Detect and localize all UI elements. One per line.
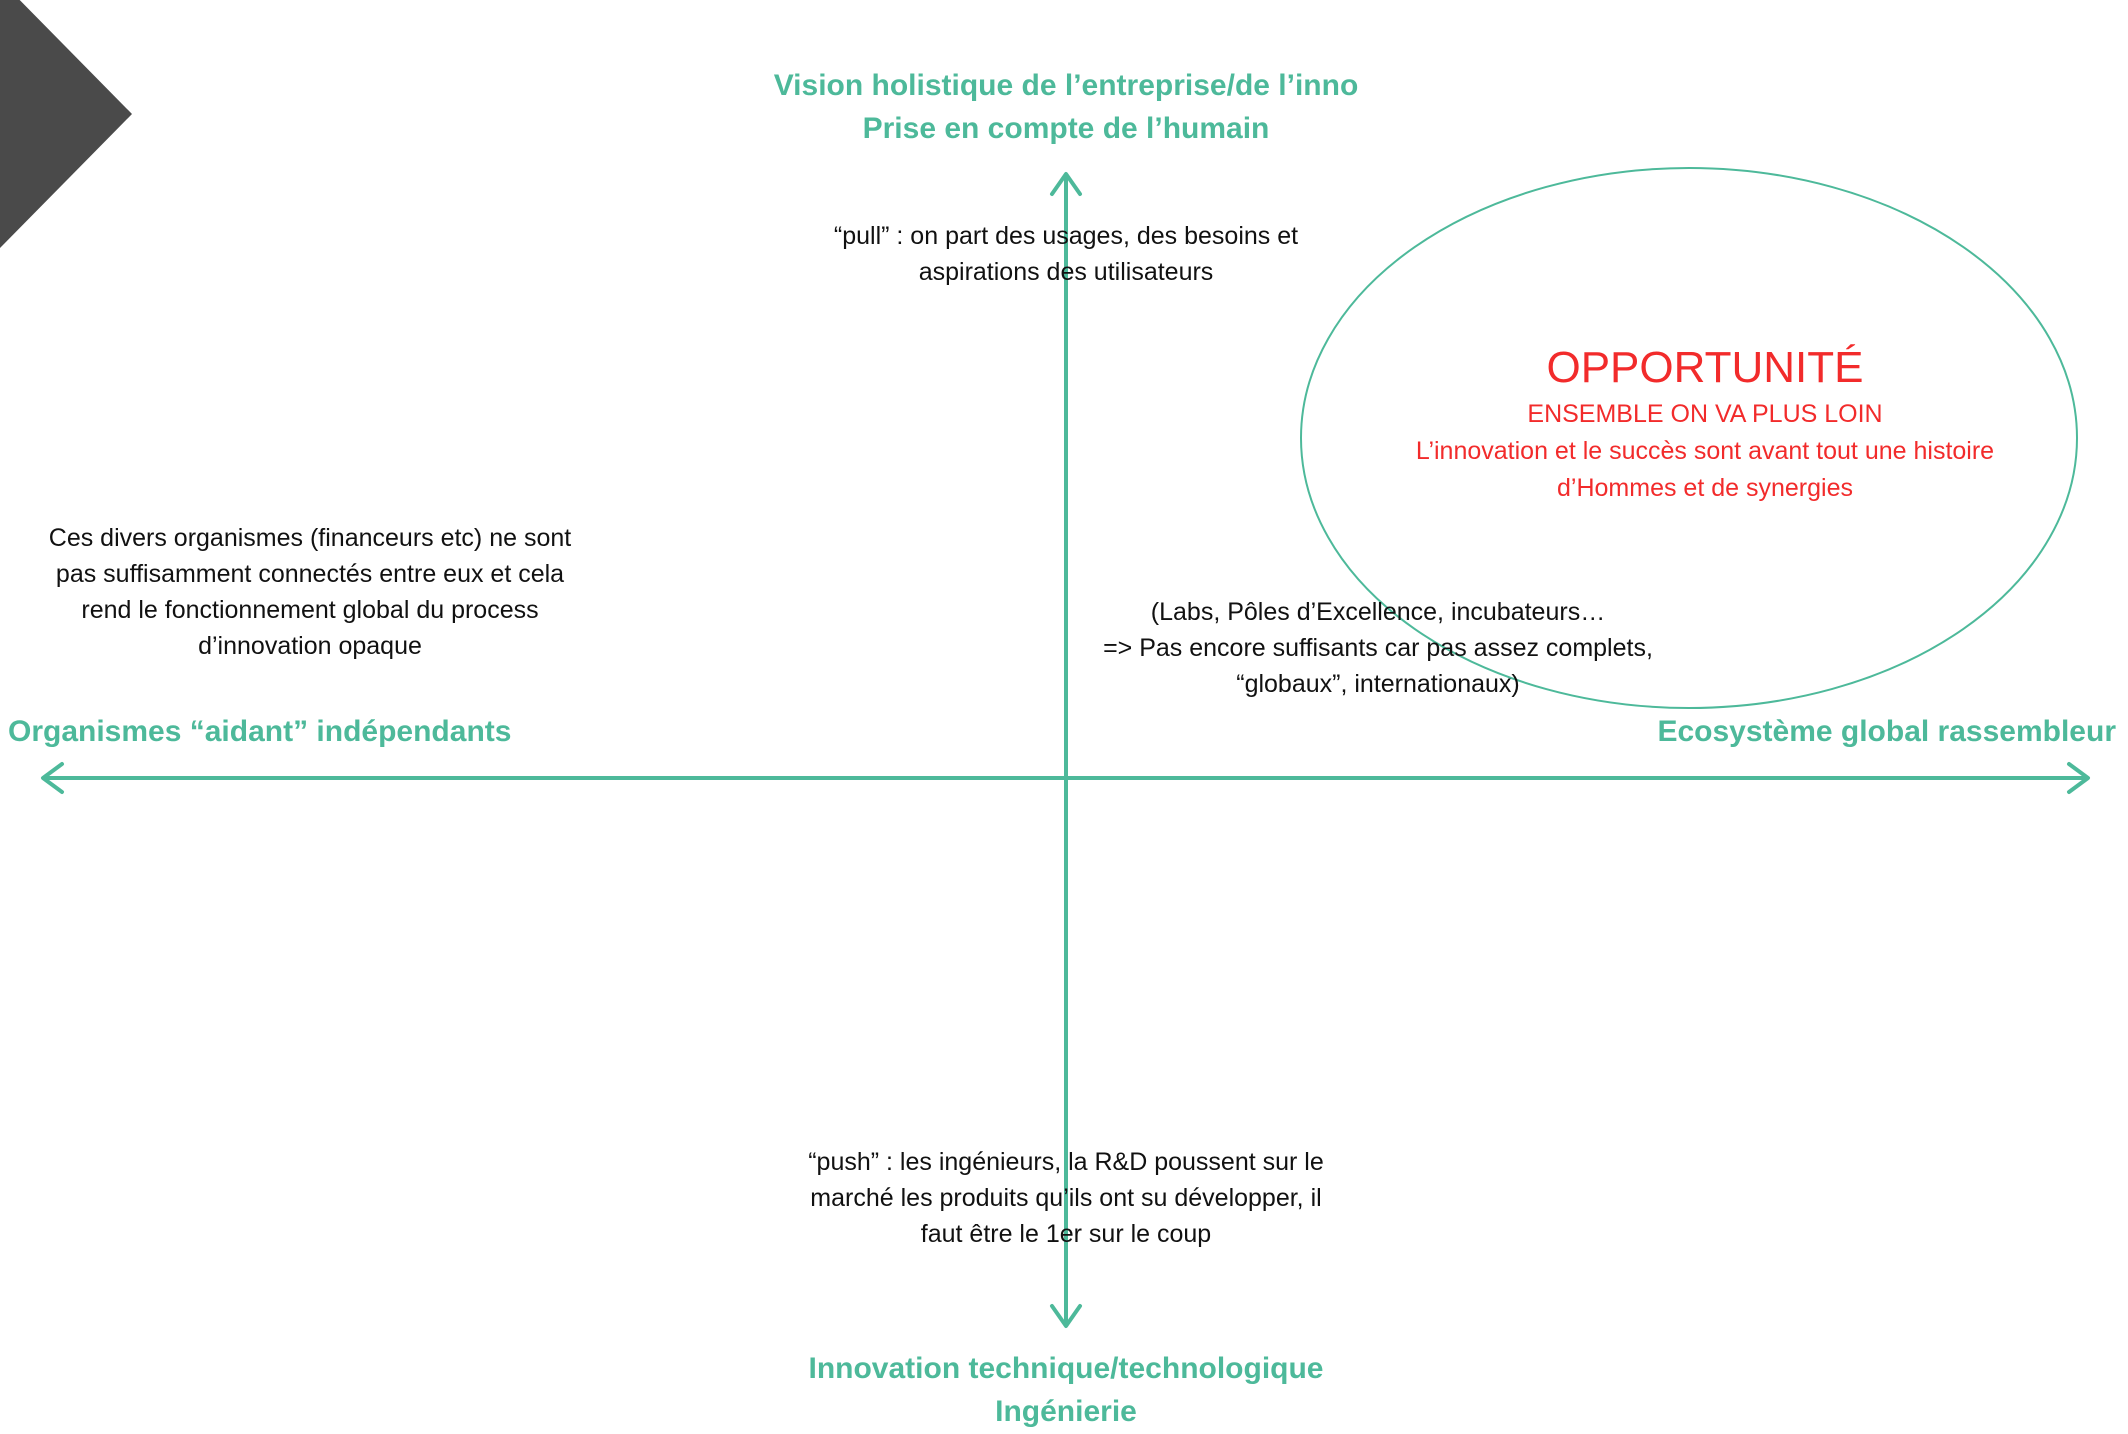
left-quadrant-note: Ces divers organismes (financeurs etc) n… (0, 520, 620, 664)
axis-label-right-text: Ecosystème global rassembleur (1657, 715, 2116, 748)
corner-chevron-icon (0, 0, 132, 248)
left-quadrant-note-line: rend le fonctionnement global du process (81, 596, 539, 624)
axis-label-left: Organismes “aidant” indépendants (8, 710, 511, 753)
right-quadrant-note-line: (Labs, Pôles d’Excellence, incubateurs… (1150, 598, 1606, 626)
opportunity-subtitle: ENSEMBLE ON VA PLUS LOIN (1527, 400, 1883, 428)
axis-label-bottom-line: Innovation technique/technologique (808, 1352, 1324, 1385)
push-note-line: faut être le 1er sur le coup (920, 1220, 1212, 1248)
push-note-line: marché les produits qu’ils ont su dévelo… (810, 1184, 1322, 1212)
pull-note: “pull” : on part des usages, des besoins… (716, 218, 1416, 290)
pull-note-line: “pull” : on part des usages, des besoins… (833, 222, 1299, 250)
pull-note-line: aspirations des utilisateurs (918, 258, 1214, 286)
axis-label-bottom-line: Ingénierie (995, 1395, 1137, 1428)
axis-label-top: Vision holistique de l’entreprise/de l’i… (666, 64, 1466, 150)
left-quadrant-note-line: pas suffisamment connectés entre eux et … (55, 560, 565, 588)
axis-label-top-line: Prise en compte de l’humain (862, 112, 1270, 145)
opportunity-title: OPPORTUNITÉ (1546, 343, 1864, 392)
arrow-up-icon (1050, 172, 1082, 196)
right-quadrant-note: (Labs, Pôles d’Excellence, incubateurs… … (1028, 594, 1728, 702)
left-quadrant-note-line: d’innovation opaque (198, 632, 422, 660)
opportunity-block: OPPORTUNITÉ ENSEMBLE ON VA PLUS LOIN L’i… (1305, 342, 2105, 507)
push-note-line: “push” : les ingénieurs, la R&D poussent… (808, 1148, 1324, 1176)
arrow-right-icon (2067, 762, 2090, 794)
opportunity-body-line: L’innovation et le succès sont avant tou… (1415, 437, 1995, 465)
right-quadrant-note-line: => Pas encore suffisants car pas assez c… (1103, 634, 1653, 662)
arrow-left-icon (41, 762, 64, 794)
axis-label-top-line: Vision holistique de l’entreprise/de l’i… (773, 69, 1359, 102)
axis-label-left-text: Organismes “aidant” indépendants (8, 715, 512, 748)
opportunity-body-line: d’Hommes et de synergies (1557, 474, 1853, 502)
axis-label-right: Ecosystème global rassembleur (1657, 710, 2116, 753)
right-quadrant-note-line: “globaux”, internationaux) (1236, 670, 1520, 698)
arrow-down-icon (1050, 1304, 1082, 1328)
axis-label-bottom: Innovation technique/technologique Ingén… (666, 1347, 1466, 1433)
push-note: “push” : les ingénieurs, la R&D poussent… (716, 1144, 1416, 1252)
left-quadrant-note-line: Ces divers organismes (financeurs etc) n… (48, 524, 572, 552)
opportunity-ellipse (1300, 167, 2078, 709)
